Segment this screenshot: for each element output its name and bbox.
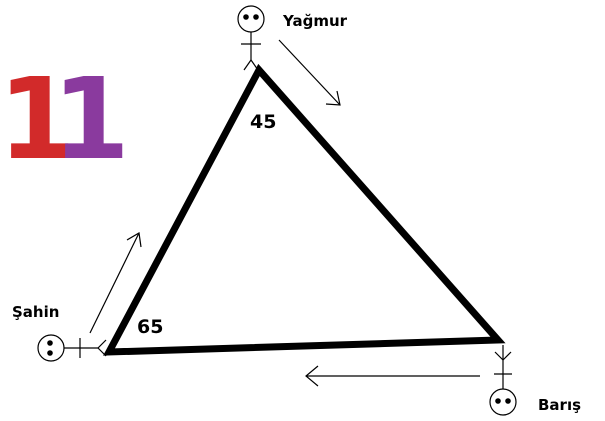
logo-digit-1: 1 [0, 55, 76, 185]
stick-figure-bottom-right [489, 345, 517, 416]
logo-digit-2: 1 [52, 55, 130, 185]
triangle-shape [103, 63, 506, 356]
name-label-left: Şahin [12, 303, 59, 321]
arrow-bottom-left [305, 365, 480, 387]
name-label-top: Yağmur [282, 12, 348, 30]
arrow-top-right [278, 39, 341, 106]
arrow-left-up [89, 232, 142, 334]
stick-figure-left [37, 334, 107, 362]
name-label-bottom-right: Barış [538, 396, 581, 414]
stick-figure-top [237, 5, 265, 71]
number-eleven-logo: 1 1 [0, 55, 130, 185]
angle-label-top: 45 [250, 111, 276, 133]
angle-label-bottom-left: 65 [137, 316, 163, 338]
